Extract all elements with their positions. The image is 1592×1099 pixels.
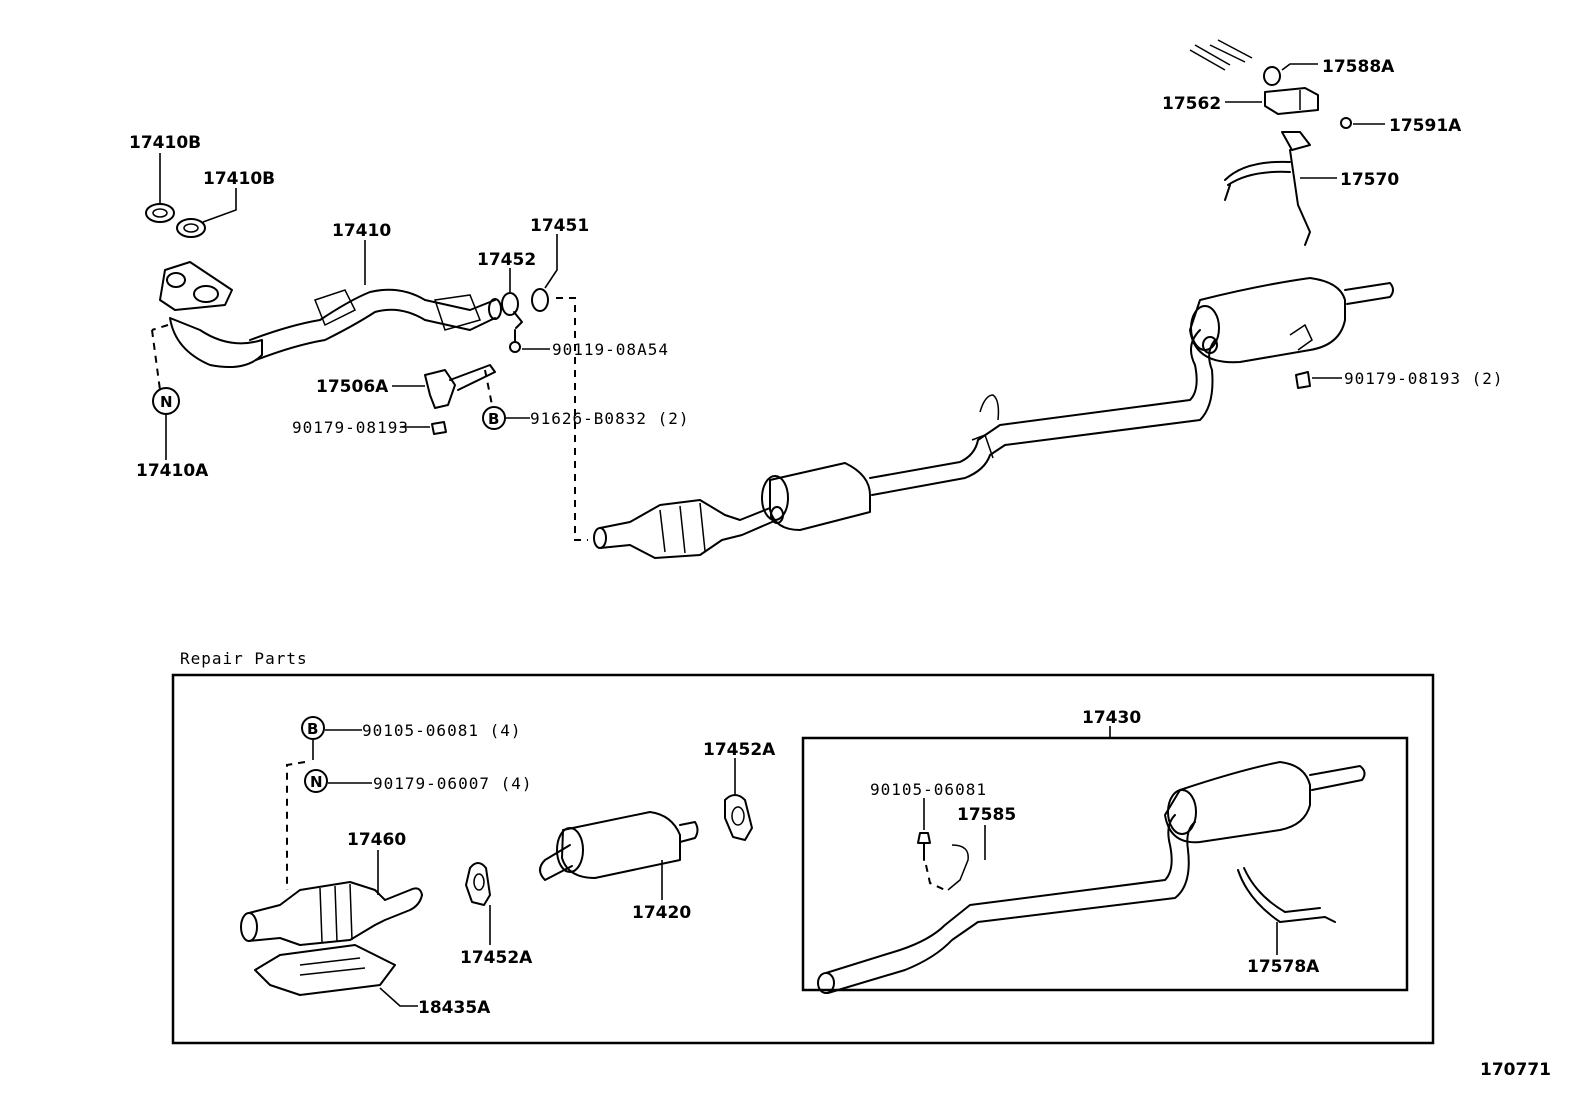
hanger-17562[interactable] (1264, 87, 1319, 115)
tail-pipe-assembly-17430[interactable] (817, 761, 1366, 994)
label-17410a: 17410A (136, 461, 209, 481)
label-17460: 17460 (347, 830, 406, 850)
label-90179-08193-left: 90179-08193 (292, 418, 409, 437)
label-17570: 17570 (1340, 170, 1399, 190)
label-17588a: 17588A (1322, 57, 1395, 77)
bolt-symbol-label: B (488, 410, 499, 428)
nut-90179-08193-right[interactable] (1295, 371, 1311, 389)
label-17591a: 17591A (1389, 116, 1462, 136)
label-17410: 17410 (332, 221, 391, 241)
figure-number: 170771 (1480, 1060, 1551, 1080)
nut-90179-08193-left[interactable] (431, 421, 447, 435)
gasket-17452[interactable] (501, 292, 523, 329)
catalytic-converter-17460[interactable] (240, 881, 423, 946)
cushion-17588a[interactable] (1263, 66, 1281, 86)
repair-bolt-symbol-label: B (307, 720, 318, 738)
tail-pipe[interactable] (869, 329, 1216, 496)
ring-17451[interactable] (531, 288, 549, 312)
label-17585: 17585 (957, 805, 1016, 825)
repair-parts-box (171, 673, 1435, 1045)
repair-parts: B 90105-06081 (4) N 90179-06007 (4) 1746… (240, 708, 1409, 1018)
gasket-17410b-1[interactable] (145, 203, 175, 223)
gasket-17452a-left[interactable] (465, 862, 491, 906)
catalytic-converter-assembly[interactable] (593, 499, 773, 559)
main-assembly: 17410B 17410B 17410 N 17410A 17452 (129, 39, 1504, 559)
rear-muffler[interactable] (1189, 277, 1394, 364)
label-17562: 17562 (1162, 94, 1221, 114)
label-17410b-1: 17410B (129, 133, 201, 153)
label-17506a: 17506A (316, 377, 389, 397)
repair-bolt-symbol-b[interactable] (301, 716, 325, 740)
bracket-17585[interactable] (925, 844, 969, 891)
center-muffler[interactable] (761, 462, 871, 531)
label-17430: 17430 (1082, 708, 1141, 728)
nut-17591a[interactable] (1340, 117, 1352, 129)
bolt-90119-08a54[interactable] (509, 329, 521, 353)
label-90105-06081: 90105-06081 (870, 780, 987, 799)
repair-nut-symbol-n[interactable] (304, 769, 328, 793)
front-exhaust-pipe-17410[interactable] (159, 261, 502, 368)
label-90179-06007-4: 90179-06007 (4) (373, 774, 533, 793)
bolt-90105-06081[interactable] (917, 832, 931, 861)
heat-shield-18435a[interactable] (254, 944, 396, 996)
label-17452a-left: 17452A (460, 948, 533, 968)
label-91626-b0832: 91626-B0832 (2) (530, 409, 690, 428)
nut-symbol-label: N (160, 393, 173, 411)
label-90105-06081-4: 90105-06081 (4) (362, 721, 522, 740)
repair-parts-title: Repair Parts (180, 649, 308, 668)
gasket-17452a-right[interactable] (724, 794, 753, 841)
label-17578a: 17578A (1247, 957, 1320, 977)
label-17410b-2: 17410B (203, 169, 275, 189)
label-17452a-right: 17452A (703, 740, 776, 760)
bolt-symbol-b[interactable] (482, 406, 506, 430)
label-17451: 17451 (530, 216, 589, 236)
hanger-hint-lines (1189, 39, 1253, 71)
label-18435a: 18435A (418, 998, 491, 1018)
label-90179-08193-right: 90179-08193 (2) (1344, 369, 1504, 388)
sub-assembly-17430-box (801, 736, 1409, 992)
gasket-17410b-2[interactable] (176, 218, 206, 238)
label-17452: 17452 (477, 250, 536, 270)
bracket-17506a[interactable] (424, 364, 496, 409)
label-17420: 17420 (632, 903, 691, 923)
bracket-17570[interactable] (1224, 131, 1311, 246)
repair-nut-symbol-label: N (310, 773, 323, 791)
label-90119-08a54: 90119-08A54 (552, 340, 669, 359)
center-pipe-17420[interactable] (539, 811, 699, 881)
clamp-17578a[interactable] (1237, 867, 1336, 923)
